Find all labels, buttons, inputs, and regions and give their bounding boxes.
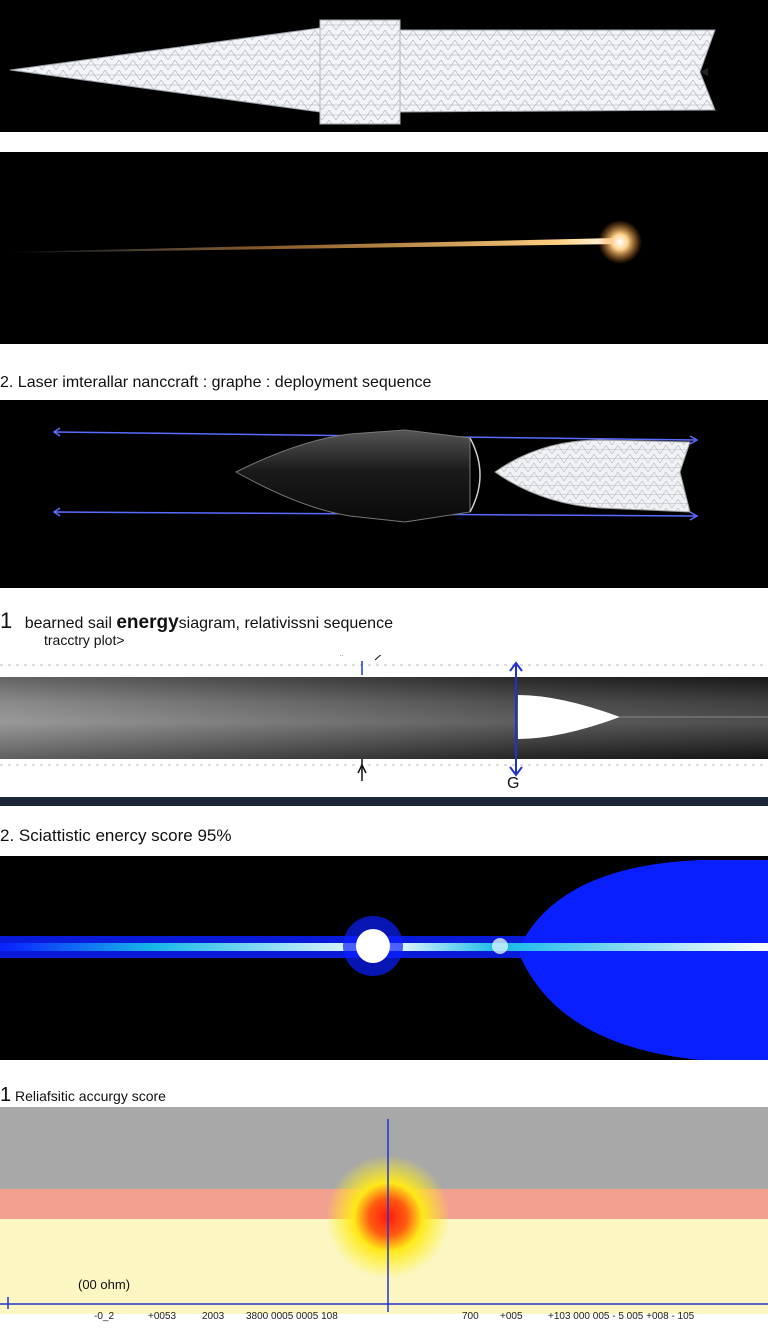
marker-g-label: G: [507, 775, 520, 792]
unit-label: (00 ohm): [78, 1277, 131, 1292]
tick-label: +0053: [148, 1311, 177, 1322]
heatmap-figure: [0, 1107, 768, 1314]
section-text-bold: energy: [116, 612, 179, 633]
section-text-b: siagram, relativissni sequence: [178, 615, 393, 632]
section-number: 2.: [0, 374, 14, 391]
sail-profile: [518, 695, 620, 739]
tick-label: 2003: [202, 1311, 225, 1322]
craft-wireframe-figure: [9, 19, 716, 125]
tick-label: 700: [462, 1311, 479, 1322]
tick-label: +005: [500, 1311, 523, 1322]
light-flare: [598, 220, 642, 264]
panel-trajectory: G: [0, 655, 768, 795]
tick-label: -0_2: [94, 1311, 115, 1322]
section-number: 1: [0, 1084, 12, 1106]
section-title-beamed-sail: 1 bearned sail energysiagram, relativiss…: [0, 608, 393, 634]
section-title-accuracy: 1 Reliafsitic accurgy score: [0, 1084, 166, 1107]
tick-label: +103 000 005 - 5 005 +008 - 105: [548, 1311, 695, 1322]
light-streak-figure: [8, 220, 642, 264]
section-title-deployment: 2. Laser imterallar nanccraft : graphe :…: [0, 374, 431, 392]
panel-craft-wireframe: [0, 0, 768, 132]
panel-light-streak: [0, 152, 768, 344]
section-text: Reliafsitic accurgy score: [15, 1088, 166, 1104]
panel-blue-beam: [0, 856, 768, 1060]
section-number: 2.: [0, 826, 15, 845]
section-text: Laser imterallar nanccraft : graphe : de…: [17, 374, 432, 391]
beam-cone: [520, 860, 768, 1060]
light-streak: [8, 238, 620, 253]
x-axis-tick-labels: -0_2 +0053 2003 3800 0005 0005 108 700 +…: [0, 1311, 768, 1327]
section-text-a: bearned sail: [24, 615, 117, 632]
deployment-figure: [52, 427, 699, 523]
section-subtitle-trajectory: tracctry plot>: [44, 632, 125, 648]
panel-heatmap: (00 ohm) -0_2 +0053 2003 3800 0005 0005 …: [0, 1107, 768, 1344]
trajectory-figure: [0, 655, 768, 781]
capsule-shell: [234, 429, 471, 523]
divider-bar: [0, 797, 768, 806]
panel-deployment: [0, 400, 768, 588]
beam-orb: [356, 929, 390, 963]
blue-beam-figure: [0, 860, 768, 1060]
tick-label: 3800 0005 0005 108: [246, 1311, 338, 1322]
section-title-energy-score: 2. Sciattistic enercy score 95%: [0, 826, 232, 846]
section-text: Sciattistic enercy score 95%: [18, 826, 232, 845]
section-number: 1: [0, 608, 13, 633]
